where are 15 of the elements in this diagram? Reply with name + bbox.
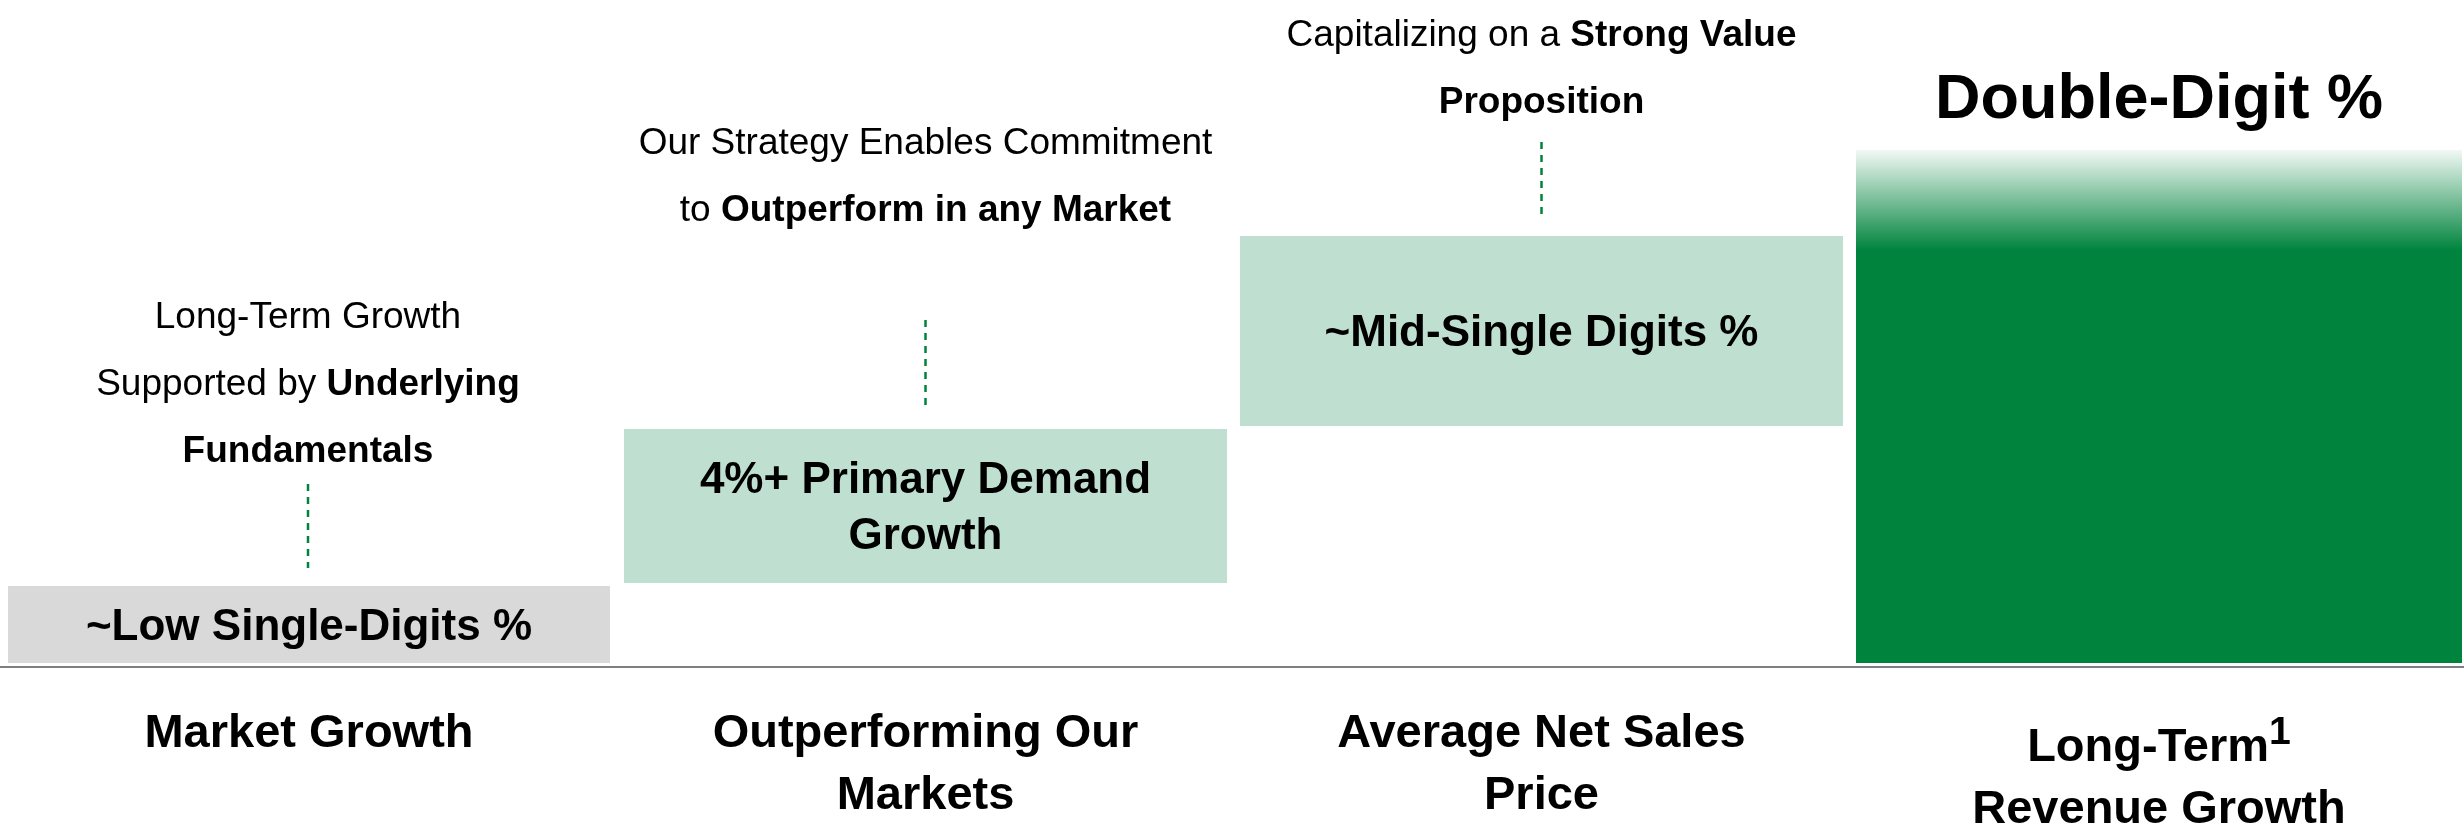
value-bar xyxy=(8,586,610,663)
category-label: Long-Term$^{1}$ Revenue Growth xyxy=(1971,708,2347,825)
leader-line xyxy=(306,484,310,568)
bar-heading: Double-Digit % xyxy=(1935,60,2383,132)
annotation-text: Long-Term Growth Supported by Underlying Fundamentals xyxy=(70,282,546,472)
annotation-text: Capitalizing on a Strong Value Proposition xyxy=(1240,0,1843,130)
value-bar xyxy=(1240,236,1843,426)
value-bar xyxy=(624,429,1227,583)
category-label: Average Net Sales Price xyxy=(1336,703,1747,821)
bar-label: ~Low Single-Digits % xyxy=(84,598,534,651)
category-label: Market Growth xyxy=(143,703,475,759)
annotation-text: Our Strategy Enables Commitment to Outperform in any Market xyxy=(624,108,1227,308)
category-label: Outperforming Our Markets xyxy=(711,703,1140,821)
bar-label: ~Mid-Single Digits % xyxy=(1323,305,1760,357)
bar-label: 4%+ Primary Demand Growth xyxy=(698,452,1153,560)
